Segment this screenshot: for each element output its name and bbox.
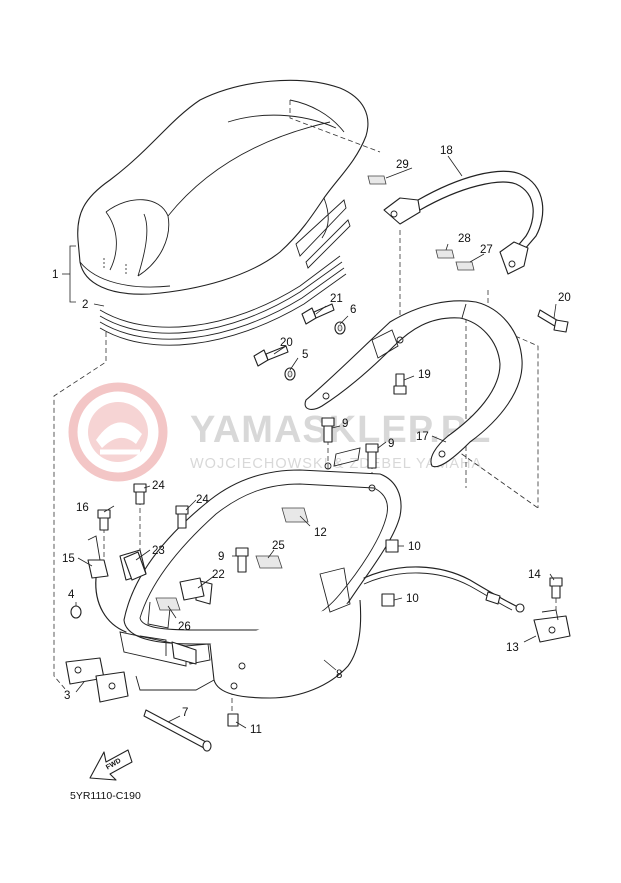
callout-26: 26 — [178, 621, 191, 633]
nut-10-lower-icon — [381, 593, 395, 607]
callout-7: 7 — [182, 707, 188, 719]
bolt-9-lower-icon — [235, 547, 249, 573]
bolt-24-right-icon — [175, 505, 189, 529]
callout-13: 13 — [506, 642, 519, 654]
watermark: YAMASKLEP.PL WOJCIECHOWSKI & ZDEBEL YAMA… — [68, 382, 490, 482]
bolt-21-icon — [301, 303, 335, 325]
carrier-bracket — [304, 300, 523, 468]
callout-11: 11 — [250, 724, 262, 736]
callout-24-left: 24 — [152, 480, 165, 492]
seat-bands — [99, 199, 351, 346]
bolt-24-left-icon — [133, 483, 147, 505]
bolt-20-right-icon — [537, 309, 569, 333]
seat — [77, 79, 381, 295]
box-pads — [123, 507, 309, 611]
callout-6: 6 — [350, 304, 356, 316]
seat-lock-cable — [70, 535, 571, 643]
lock-13-icon — [533, 615, 571, 643]
pad-28-icon — [435, 249, 455, 259]
callout-18: 18 — [440, 145, 453, 157]
diagram-code: 5YR1110-C190 — [70, 790, 141, 802]
callout-15: 15 — [62, 553, 75, 565]
pad-27-icon — [455, 261, 475, 271]
bolt-20-upper-icon — [253, 345, 289, 367]
callout-25: 25 — [272, 540, 285, 552]
callout-29: 29 — [396, 159, 409, 171]
callout-9-right: 9 — [388, 438, 394, 450]
callout-19: 19 — [418, 369, 431, 381]
bolts-upper — [253, 175, 569, 395]
collar-6-icon — [334, 321, 346, 335]
callout-17: 17 — [416, 431, 429, 443]
callout-2: 2 — [82, 299, 88, 311]
callout-numbers: 1 2 3 4 5 6 7 8 9 9 9 10 10 11 12 13 14 … — [52, 145, 571, 736]
callout-10-upper: 10 — [408, 541, 421, 553]
bolt-14-icon — [549, 577, 563, 599]
collar-5-icon — [284, 367, 296, 381]
fwd-arrow-icon: FWD — [89, 749, 133, 781]
clip-23-icon — [123, 551, 147, 581]
callout-5: 5 — [302, 349, 308, 361]
pad-29-icon — [367, 175, 387, 185]
seat-leaders — [62, 245, 105, 307]
callout-20-upper: 20 — [280, 337, 293, 349]
collar-4-icon — [70, 605, 82, 619]
callout-12: 12 — [314, 527, 327, 539]
clip-22-icon — [179, 577, 205, 601]
pad-26-icon — [155, 597, 181, 611]
callout-1: 1 — [52, 269, 58, 281]
callout-16: 16 — [76, 502, 89, 514]
bolt-19-icon — [393, 373, 407, 395]
pad-25-icon — [255, 555, 283, 569]
callout-24-right: 24 — [196, 494, 209, 506]
callout-9-lower: 9 — [218, 551, 224, 563]
callout-27: 27 — [480, 244, 493, 256]
callout-23: 23 — [152, 545, 165, 557]
nut-11-icon — [227, 713, 239, 727]
bolt-9-top-icon — [321, 417, 335, 443]
hinge-parts — [65, 657, 212, 752]
callout-22: 22 — [212, 569, 225, 581]
pin-7-icon — [143, 709, 207, 749]
callout-4: 4 — [68, 589, 75, 601]
seat-stud-icon — [103, 258, 127, 276]
callout-9-top: 9 — [342, 418, 348, 430]
callout-8: 8 — [336, 669, 342, 681]
callout-3: 3 — [64, 690, 70, 702]
pad-12-icon — [281, 507, 309, 523]
callout-21: 21 — [330, 293, 343, 305]
bolt-9-right-icon — [365, 443, 379, 469]
watermark-subtitle: WOJCIECHOWSKI & ZDEBEL YAMAHA — [190, 456, 482, 472]
callout-20-right: 20 — [558, 292, 571, 304]
grab-bar — [383, 170, 544, 275]
fasteners — [97, 417, 563, 727]
lever-15-icon — [87, 559, 109, 579]
watermark-logo-icon — [68, 382, 168, 482]
callout-leaders — [75, 155, 557, 729]
nut-10-upper-icon — [385, 539, 399, 553]
callout-14: 14 — [528, 569, 541, 581]
callout-10-lower: 10 — [406, 593, 419, 605]
bolt-16-icon — [97, 509, 111, 531]
callout-28: 28 — [458, 233, 471, 245]
